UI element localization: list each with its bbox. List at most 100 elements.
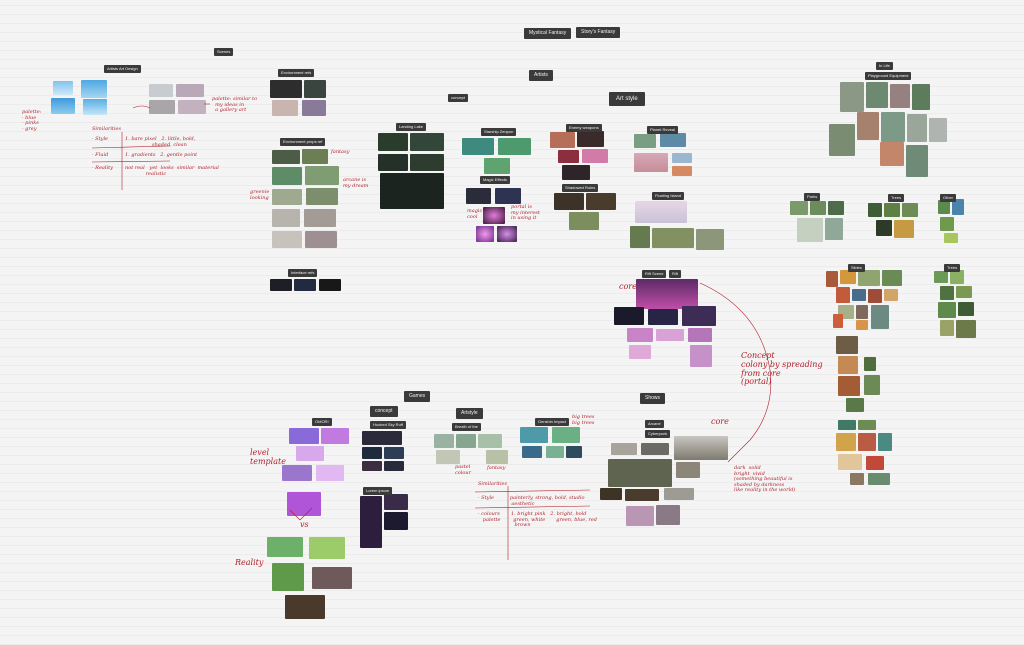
image-thumbnail[interactable] xyxy=(881,112,905,142)
image-thumbnail[interactable] xyxy=(850,473,864,485)
image-thumbnail[interactable] xyxy=(552,427,580,443)
image-thumbnail[interactable] xyxy=(884,203,900,217)
image-thumbnail[interactable] xyxy=(319,279,341,291)
label-tag-top-left-tag[interactable]: Scenes xyxy=(214,48,234,56)
label-tag-art-style[interactable]: Art style xyxy=(609,92,645,106)
image-thumbnail[interactable] xyxy=(466,188,491,204)
image-thumbnail[interactable] xyxy=(582,149,608,163)
image-thumbnail[interactable] xyxy=(362,447,382,459)
image-thumbnail[interactable] xyxy=(864,357,876,371)
image-thumbnail[interactable] xyxy=(797,218,823,242)
image-thumbnail[interactable] xyxy=(664,488,694,500)
image-thumbnail[interactable] xyxy=(836,336,858,354)
image-thumbnail[interactable] xyxy=(656,505,680,525)
image-thumbnail[interactable] xyxy=(882,270,902,286)
image-thumbnail[interactable] xyxy=(940,217,954,231)
image-thumbnail[interactable] xyxy=(868,473,890,485)
image-thumbnail[interactable] xyxy=(876,220,892,236)
image-thumbnail[interactable] xyxy=(289,428,319,444)
label-tag-scene-top-2[interactable]: Playground Equipment xyxy=(865,72,912,80)
image-thumbnail[interactable] xyxy=(272,209,300,227)
label-tag-art-tag-7[interactable]: Floating Island xyxy=(652,192,685,200)
image-thumbnail[interactable] xyxy=(840,82,864,112)
image-thumbnail[interactable] xyxy=(858,270,880,286)
image-thumbnail[interactable] xyxy=(498,138,531,155)
image-thumbnail[interactable] xyxy=(950,270,964,284)
image-thumbnail[interactable] xyxy=(906,145,928,177)
image-thumbnail[interactable] xyxy=(676,462,700,478)
label-tag-park-1[interactable]: Parks xyxy=(804,193,821,201)
image-thumbnail[interactable] xyxy=(838,420,856,430)
image-thumbnail[interactable] xyxy=(864,375,880,395)
image-thumbnail[interactable] xyxy=(858,420,876,430)
image-thumbnail[interactable] xyxy=(462,138,494,155)
image-thumbnail[interactable] xyxy=(495,188,521,204)
image-thumbnail[interactable] xyxy=(302,149,328,164)
image-thumbnail[interactable] xyxy=(688,328,712,342)
image-thumbnail[interactable] xyxy=(641,443,669,455)
image-thumbnail[interactable] xyxy=(434,434,454,448)
image-thumbnail[interactable] xyxy=(690,345,712,367)
label-tag-env-small-3[interactable]: Interface refs xyxy=(288,269,318,277)
label-tag-game-1[interactable]: OMORI xyxy=(312,418,332,426)
image-thumbnail[interactable] xyxy=(856,305,868,319)
label-tag-art-tag-1[interactable]: Landing Lake xyxy=(396,123,427,131)
image-thumbnail[interactable] xyxy=(608,459,672,487)
image-thumbnail[interactable] xyxy=(696,229,724,250)
image-thumbnail[interactable] xyxy=(296,446,324,461)
image-thumbnail[interactable] xyxy=(522,446,542,458)
label-tag-art-tag-2[interactable]: Starship Zenpon xyxy=(481,128,517,136)
image-thumbnail[interactable] xyxy=(302,100,326,116)
label-tag-game-4[interactable]: Genshin Impact xyxy=(535,418,570,426)
image-thumbnail[interactable] xyxy=(287,492,321,516)
image-thumbnail[interactable] xyxy=(484,158,510,174)
label-tag-park-2[interactable]: Trees xyxy=(888,194,905,202)
label-tag-game-2[interactable]: Hooked Sky Ruff xyxy=(370,421,406,429)
image-thumbnail[interactable] xyxy=(270,80,302,98)
image-thumbnail[interactable] xyxy=(836,433,856,451)
image-thumbnail[interactable] xyxy=(309,537,345,559)
image-thumbnail[interactable] xyxy=(634,134,656,148)
image-thumbnail[interactable] xyxy=(558,150,579,163)
image-thumbnail[interactable] xyxy=(648,309,678,325)
label-tag-env-small-1[interactable]: Environment refs xyxy=(278,69,315,77)
image-thumbnail[interactable] xyxy=(682,306,716,326)
image-thumbnail[interactable] xyxy=(81,80,107,98)
label-tag-art-tag-6[interactable]: Shadowed Ruins xyxy=(562,184,599,192)
image-thumbnail[interactable] xyxy=(829,124,855,156)
image-thumbnail[interactable] xyxy=(912,84,930,110)
label-tag-scene-top[interactable]: In Life xyxy=(876,62,893,70)
label-tag-title-left[interactable]: Mystical Fantasy xyxy=(524,28,572,39)
image-thumbnail[interactable] xyxy=(378,133,408,151)
image-thumbnail[interactable] xyxy=(149,100,175,114)
image-thumbnail[interactable] xyxy=(410,154,444,171)
image-thumbnail[interactable] xyxy=(272,231,302,248)
label-tag-game-5[interactable]: Lorem ipsum xyxy=(363,487,393,495)
image-thumbnail[interactable] xyxy=(940,320,954,336)
image-thumbnail[interactable] xyxy=(838,356,858,374)
label-tag-art-tag-5[interactable]: Planet Reveal xyxy=(647,126,678,134)
image-thumbnail[interactable] xyxy=(562,165,590,180)
image-thumbnail[interactable] xyxy=(634,153,668,172)
image-thumbnail[interactable] xyxy=(436,450,460,464)
label-tag-art-tag-4[interactable]: Enemy weapons xyxy=(566,124,602,132)
image-thumbnail[interactable] xyxy=(267,537,303,557)
image-thumbnail[interactable] xyxy=(880,142,904,166)
image-thumbnail[interactable] xyxy=(627,328,653,342)
image-thumbnail[interactable] xyxy=(871,305,889,329)
image-thumbnail[interactable] xyxy=(956,286,972,298)
image-thumbnail[interactable] xyxy=(83,99,107,115)
image-thumbnail[interactable] xyxy=(934,271,948,283)
image-thumbnail[interactable] xyxy=(380,173,444,209)
label-tag-env-small-2[interactable]: Environment props ref xyxy=(280,138,326,146)
image-thumbnail[interactable] xyxy=(674,436,728,460)
image-thumbnail[interactable] xyxy=(866,82,888,108)
label-tag-rift-scene[interactable]: Rift Scene xyxy=(642,270,667,278)
image-thumbnail[interactable] xyxy=(635,201,687,223)
image-thumbnail[interactable] xyxy=(178,100,206,114)
image-thumbnail[interactable] xyxy=(852,289,866,301)
image-thumbnail[interactable] xyxy=(826,271,838,287)
image-thumbnail[interactable] xyxy=(956,320,976,338)
label-tag-game-3[interactable]: Breath of the xyxy=(452,423,481,431)
